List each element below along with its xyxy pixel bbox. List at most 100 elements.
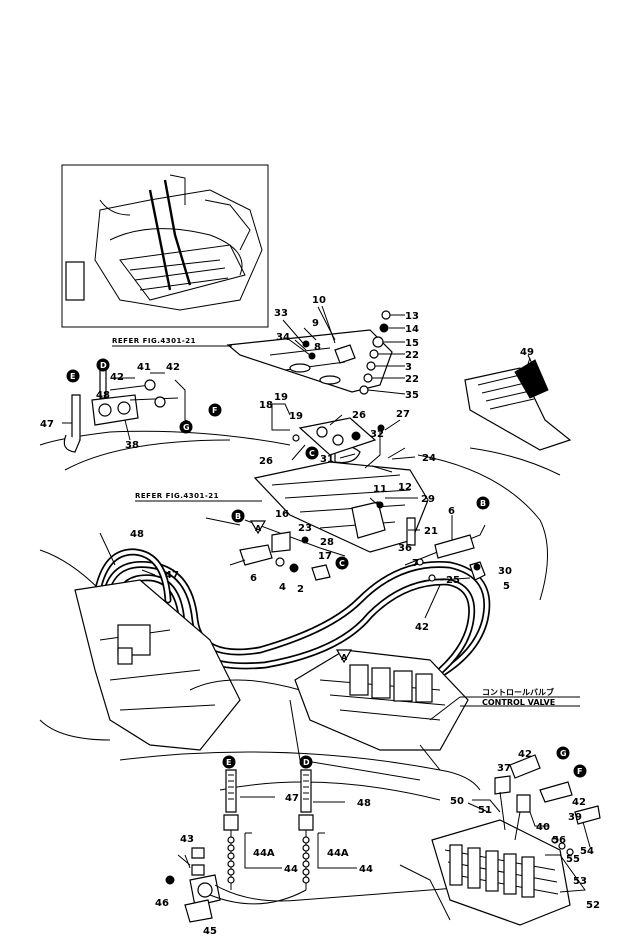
connector-a-mark-lower: A (341, 653, 348, 662)
control-valve-label-jp: コントロールバルブ (482, 687, 554, 697)
connector-a-mark-upper: A (255, 524, 262, 533)
control-valve-center (119, 649, 481, 801)
callout-3: 3 (405, 362, 412, 373)
inset-view (61, 164, 269, 328)
connector-f-mark-bottom: F (577, 767, 582, 776)
callout-22-upper: 22 (405, 350, 419, 361)
line-assy-right (404, 517, 486, 582)
callout-10: 10 (312, 295, 326, 306)
callout-21: 21 (424, 526, 438, 537)
callout-29: 29 (421, 494, 435, 505)
callout-14: 14 (405, 324, 419, 335)
valve-stack-parts (282, 306, 406, 395)
callout-42-upper: 42 (166, 362, 180, 373)
callout-55: 55 (566, 854, 580, 865)
callout-numbers: 10 9 8 33 34 13 14 15 22 3 22 35 49 18 1… (40, 295, 600, 937)
connector-g-mark-bottom: G (560, 749, 567, 758)
callout-42-lower-a: 42 (518, 749, 532, 760)
callout-13: 13 (405, 311, 419, 322)
callout-25: 25 (446, 575, 460, 586)
callout-17: 17 (318, 551, 332, 562)
callout-27: 27 (396, 409, 410, 420)
callout-6-right: 6 (448, 506, 455, 517)
callout-42-mid: 42 (110, 372, 124, 383)
connector-b-mark-left: B (235, 512, 241, 521)
callout-43: 43 (180, 834, 194, 845)
callout-7: 7 (412, 558, 419, 569)
callout-39: 39 (568, 812, 582, 823)
callout-12: 12 (398, 482, 412, 493)
callout-47-lower: 47 (285, 793, 299, 804)
callout-44-left: 44 (284, 864, 298, 875)
connector-f-mark: F (212, 406, 217, 415)
control-valve-label-en: CONTROL VALVE (482, 698, 555, 707)
line-assy-mid (205, 517, 346, 581)
callout-19-lower: 19 (289, 411, 303, 422)
detail-bottom-left (165, 769, 561, 923)
callout-54: 54 (580, 846, 594, 857)
callout-23: 23 (298, 523, 312, 534)
callout-4: 4 (279, 582, 286, 593)
connector-e-mark-bottom: E (226, 758, 231, 767)
connector-d-mark-bottom: D (303, 758, 310, 767)
leader-lines (62, 305, 591, 893)
callout-41: 41 (137, 362, 151, 373)
callout-48-lower: 48 (357, 798, 371, 809)
detail-upper-left (63, 369, 191, 453)
callout-51: 51 (478, 805, 492, 816)
callout-53: 53 (573, 876, 587, 887)
connector-marks: E D F G C B B C A A E D G F (66, 358, 587, 778)
callout-50: 50 (450, 796, 464, 807)
console-body (253, 417, 429, 553)
callout-33: 33 (274, 308, 288, 319)
callout-11: 11 (373, 484, 387, 495)
callout-19-upper: 19 (274, 392, 288, 403)
connector-c-mark-lower: C (339, 559, 345, 568)
connector-d-mark: D (100, 361, 107, 370)
callout-47-upper: 47 (40, 419, 54, 430)
connector-c-mark-upper: C (309, 449, 315, 458)
callout-52: 52 (586, 900, 600, 911)
callout-36: 36 (398, 543, 412, 554)
callout-48-upper: 48 (96, 390, 110, 401)
callout-8: 8 (314, 342, 321, 353)
callout-56: 56 (552, 835, 566, 846)
callout-35: 35 (405, 390, 419, 401)
callout-2: 2 (297, 584, 304, 595)
callout-5: 5 (503, 581, 510, 592)
callout-38: 38 (125, 440, 139, 451)
callout-26-upper: 26 (352, 410, 366, 421)
callout-46: 46 (155, 898, 169, 909)
refer-label-upper: REFER FIG.4301-21 (112, 337, 196, 345)
callout-18: 18 (259, 400, 273, 411)
callout-40: 40 (536, 822, 550, 833)
callout-32: 32 (370, 429, 384, 440)
callout-44-right: 44 (359, 864, 373, 875)
callout-15: 15 (405, 338, 419, 349)
hose-bundle (39, 548, 491, 694)
callout-31: 31 (320, 454, 334, 465)
callout-22-lower: 22 (405, 374, 419, 385)
floor-plate-upper (226, 329, 393, 393)
callout-34: 34 (276, 332, 290, 343)
callout-49: 49 (520, 347, 534, 358)
callout-16: 16 (275, 509, 289, 520)
engine-block (39, 579, 301, 751)
connector-e-mark: E (70, 372, 75, 381)
callout-42-lower-b: 42 (572, 797, 586, 808)
callout-48-mid: 48 (130, 529, 144, 540)
callout-42-hose: 42 (415, 622, 429, 633)
refer-label-lower: REFER FIG.4301-21 (135, 492, 219, 500)
callout-45: 45 (203, 926, 217, 937)
connector-g-mark: G (183, 423, 190, 432)
callout-28: 28 (320, 537, 334, 548)
callout-44a-left: 44A (253, 848, 275, 859)
callout-37: 37 (497, 763, 511, 774)
callout-9: 9 (312, 318, 319, 329)
callout-30: 30 (498, 566, 512, 577)
callout-24: 24 (422, 453, 436, 464)
detail-bottom-right (399, 754, 601, 926)
callout-6-left: 6 (250, 573, 257, 584)
cover-49 (464, 354, 572, 451)
